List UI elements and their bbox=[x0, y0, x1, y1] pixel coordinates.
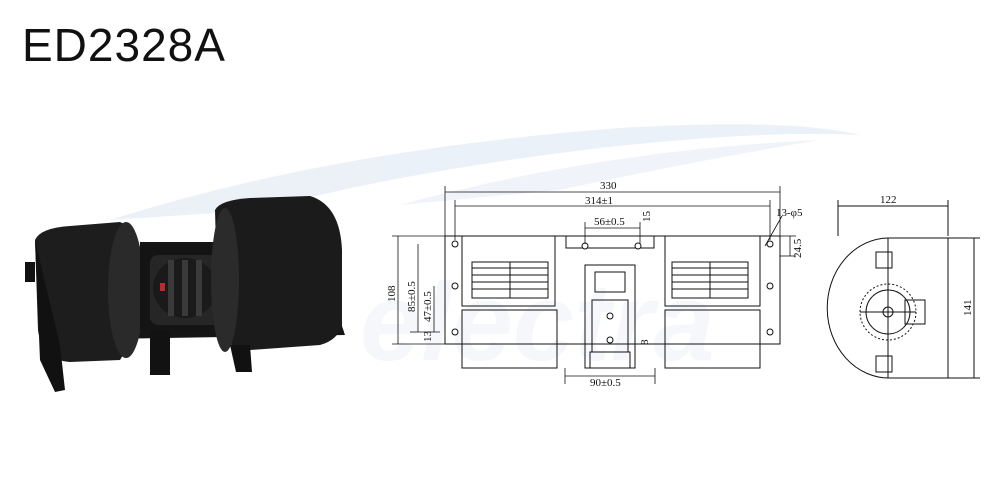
front-view-drawing bbox=[392, 186, 796, 384]
blower-photo bbox=[25, 196, 345, 392]
motor-bracket bbox=[565, 235, 655, 369]
front-view-dimensions: 330 314±1 56±0.5 15 13-φ5 24.5 108 85±0.… bbox=[386, 180, 804, 389]
right-grille bbox=[671, 261, 749, 299]
dim-height-mid: 85±0.5 bbox=[406, 281, 418, 312]
dim-side-height: 141 bbox=[962, 300, 974, 317]
left-housing bbox=[461, 235, 556, 307]
side-view-dimensions: 122 141 bbox=[880, 194, 974, 316]
dim-side-offset: 24.5 bbox=[792, 238, 804, 258]
dim-height: 108 bbox=[386, 285, 398, 302]
side-view-drawing bbox=[826, 200, 980, 379]
dim-depth: 122 bbox=[880, 194, 897, 206]
dim-height-low: 47±0.5 bbox=[422, 291, 434, 322]
dim-top-small: 15 bbox=[641, 211, 653, 223]
left-grille bbox=[471, 261, 549, 299]
dimension-lines bbox=[392, 186, 796, 384]
side-scroll-outline bbox=[826, 237, 891, 379]
dim-motor-offset: 8 bbox=[639, 339, 651, 345]
dim-hole-spacing: 314±1 bbox=[585, 195, 613, 207]
dim-overall-width: 330 bbox=[600, 180, 617, 192]
dim-top-offset: 56±0.5 bbox=[594, 216, 625, 228]
mounting-holes bbox=[451, 240, 774, 344]
product-code: ED2328A bbox=[22, 19, 226, 71]
dim-bottom-spacing: 90±0.5 bbox=[590, 377, 621, 389]
dim-base-offset: 13 bbox=[422, 331, 434, 343]
right-housing bbox=[664, 235, 761, 307]
dim-holes: 13-φ5 bbox=[776, 207, 803, 219]
svg-text:electra: electra bbox=[360, 261, 715, 384]
